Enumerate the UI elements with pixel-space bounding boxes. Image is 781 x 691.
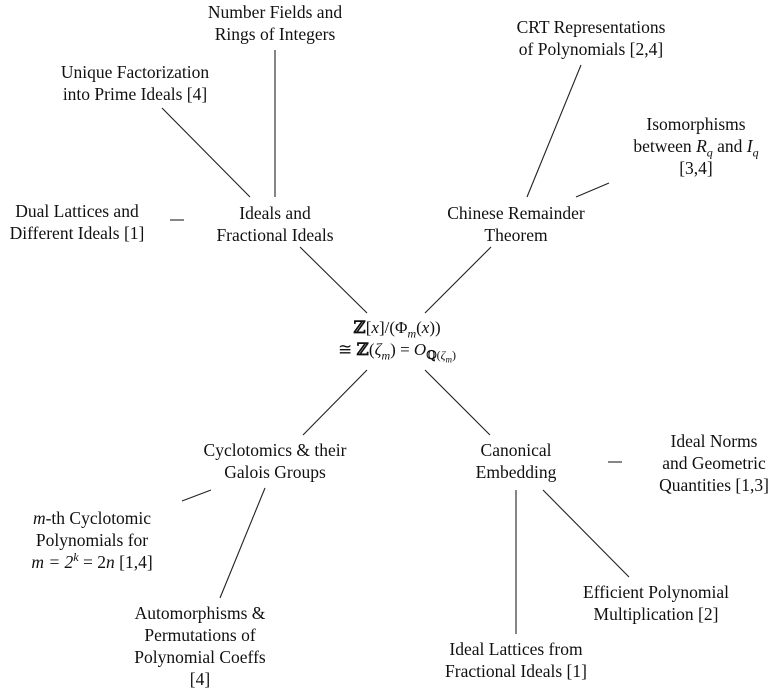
node-cyclotomics-line-2: Galois Groups bbox=[224, 462, 326, 482]
node-canonical-line-2: Embedding bbox=[475, 462, 557, 482]
node-mth-cyclotomic-line-3: m = 2k = 2n [1,4] bbox=[31, 550, 153, 572]
edge-unique-factorization-ideals bbox=[161, 107, 251, 198]
node-number-fields: Number Fields and Rings of Integers bbox=[208, 1, 342, 45]
node-automorphisms-line-4: [4] bbox=[189, 669, 211, 689]
node-isomorphisms: Isomorphisms between Rq and Iq [3,4] bbox=[633, 113, 758, 179]
node-isomorphisms-line-2: between Rq and Iq bbox=[633, 136, 759, 160]
node-crt-theorem-line-1: Chinese Remainder bbox=[447, 203, 585, 223]
edge-center-canonical bbox=[424, 369, 491, 436]
node-ideals-line-1: Ideals and bbox=[239, 203, 311, 223]
node-unique-factorization-line-2: into Prime Ideals [4] bbox=[62, 84, 208, 104]
node-mth-cyclotomic-line-2: Polynomials for bbox=[35, 530, 149, 550]
node-cyclotomics: Cyclotomics & their Galois Groups bbox=[204, 439, 347, 483]
node-unique-factorization: Unique Factorization into Prime Ideals [… bbox=[61, 61, 209, 105]
node-dual-lattices-line-1: Dual Lattices and bbox=[15, 201, 139, 221]
node-canonical-line-1: Canonical bbox=[480, 440, 552, 460]
node-automorphisms-line-3: Polynomial Coeffs bbox=[134, 647, 266, 667]
node-ideal-lattices-line-2: Fractional Ideals [1] bbox=[445, 661, 587, 681]
node-ideals-line-2: Fractional Ideals bbox=[216, 225, 334, 245]
node-mth-cyclotomic-line-1: m-th Cyclotomic bbox=[32, 508, 152, 528]
edge-isomorphisms-crt-theorem bbox=[575, 182, 610, 198]
edge-crt-representations-crt-theorem bbox=[526, 64, 582, 198]
node-unique-factorization-line-1: Unique Factorization bbox=[60, 62, 210, 82]
node-efficient-mult: Efficient Polynomial Multiplication [2] bbox=[583, 581, 729, 625]
node-automorphisms-line-1: Automorphisms & bbox=[134, 603, 266, 623]
edge-center-cyclotomics bbox=[302, 369, 368, 436]
node-ideal-norms-line-2: and Geometric bbox=[662, 453, 766, 473]
node-crt-representations: CRT Representations of Polynomials [2,4] bbox=[517, 16, 666, 60]
node-crt-theorem: Chinese Remainder Theorem bbox=[447, 202, 585, 246]
node-canonical: Canonical Embedding bbox=[476, 439, 557, 483]
edge-canonical-efficient-mult bbox=[542, 489, 630, 578]
node-isomorphisms-line-1: Isomorphisms bbox=[646, 114, 746, 134]
node-ideal-norms-line-3: Quantities [1,3] bbox=[659, 475, 769, 495]
node-cyclotomics-line-1: Cyclotomics & their bbox=[203, 440, 347, 460]
node-dual-lattices-line-2: Different Ideals [1] bbox=[9, 223, 145, 243]
node-automorphisms-line-2: Permutations of bbox=[144, 625, 256, 645]
edge-cyclotomics-mth-cyclotomic bbox=[181, 489, 212, 502]
node-ideal-norms: Ideal Norms and Geometric Quantities [1,… bbox=[659, 430, 769, 496]
node-ideal-norms-line-1: Ideal Norms bbox=[670, 431, 758, 451]
node-automorphisms: Automorphisms & Permutations of Polynomi… bbox=[134, 602, 265, 690]
node-crt-representations-line-1: CRT Representations bbox=[516, 17, 666, 37]
node-isomorphisms-line-3: [3,4] bbox=[679, 158, 713, 178]
node-crt-representations-line-2: of Polynomials [2,4] bbox=[518, 39, 664, 59]
node-ideal-lattices-line-1: Ideal Lattices from bbox=[449, 639, 583, 659]
node-mth-cyclotomic: m-th Cyclotomic Polynomials for m = 2k =… bbox=[31, 507, 152, 573]
center-node-ring: ℤ[x]/(Φm(x)) ≅ ℤ(ζm) = Oℚ(ζm) bbox=[338, 317, 456, 365]
node-efficient-mult-line-1: Efficient Polynomial bbox=[583, 582, 729, 602]
node-ideal-lattices: Ideal Lattices from Fractional Ideals [1… bbox=[445, 638, 587, 682]
edge-ideals-center bbox=[299, 246, 368, 314]
edge-crt-theorem-center bbox=[424, 246, 492, 314]
node-efficient-mult-line-2: Multiplication [2] bbox=[593, 604, 719, 624]
node-ideals: Ideals and Fractional Ideals bbox=[216, 202, 333, 246]
node-crt-theorem-line-2: Theorem bbox=[484, 225, 548, 245]
edge-cyclotomics-automorphisms bbox=[219, 487, 266, 599]
node-dual-lattices: Dual Lattices and Different Ideals [1] bbox=[10, 200, 145, 244]
center-line-2: ≅ ℤ(ζm) = Oℚ(ζm) bbox=[338, 340, 456, 365]
node-number-fields-line-2: Rings of Integers bbox=[214, 24, 336, 44]
node-number-fields-line-1: Number Fields and bbox=[207, 2, 343, 22]
center-line-1: ℤ[x]/(Φm(x)) bbox=[353, 318, 441, 341]
